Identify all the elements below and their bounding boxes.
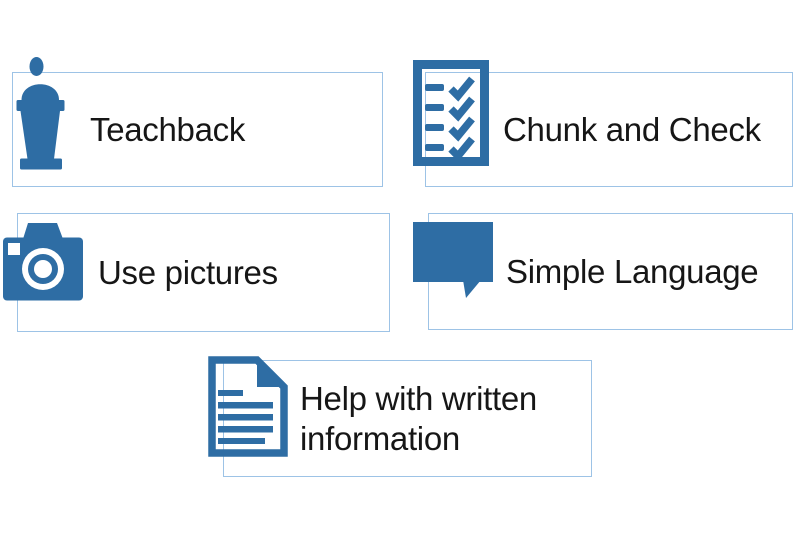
document-icon: [208, 356, 288, 457]
checklist-icon: [413, 60, 489, 166]
speech-bubble-icon: [413, 221, 494, 299]
box-label-chunk-and-check: Chunk and Check: [503, 110, 761, 148]
box-label-teachback: Teachback: [90, 110, 246, 148]
box-teachback: [12, 72, 383, 187]
box-label-help-written-information: Help with written information: [300, 379, 537, 457]
box-label-use-pictures: Use pictures: [98, 253, 278, 291]
camera-icon: [2, 222, 84, 301]
box-label-simple-language: Simple Language: [506, 252, 759, 290]
podium-speaker-icon: [16, 57, 65, 171]
